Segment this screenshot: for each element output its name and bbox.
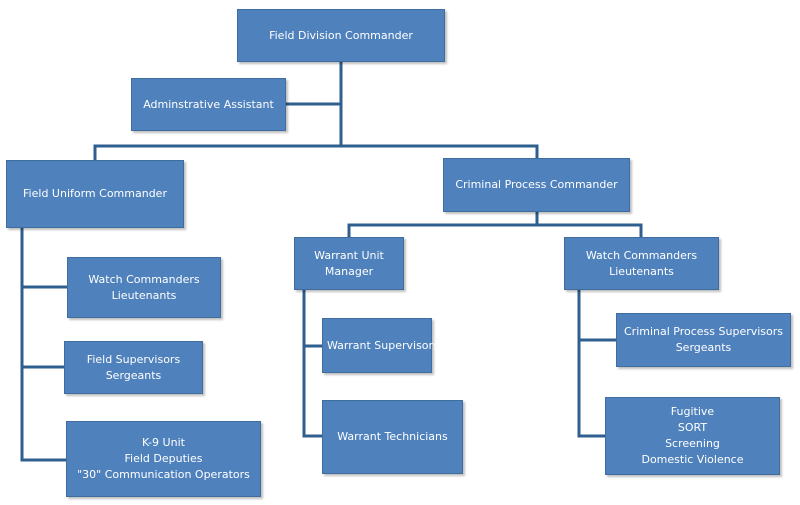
box-line: Field Supervisors bbox=[86, 352, 181, 366]
box-line: SORT bbox=[677, 421, 708, 435]
field-division-commander-box: Field Division Commander bbox=[237, 9, 445, 62]
box-line: Watch Commanders bbox=[585, 248, 698, 262]
box-line: Criminal Process Supervisors bbox=[623, 325, 784, 339]
box-line: Sergeants bbox=[105, 368, 162, 382]
administrative-assistant-box: Adminstrative Assistant bbox=[131, 78, 286, 131]
uniform-watch-commanders-box: Watch Commanders Lieutenants bbox=[67, 257, 221, 318]
box-label: Adminstrative Assistant bbox=[143, 97, 274, 111]
box-line: Sergeants bbox=[675, 341, 732, 354]
process-watch-commanders-box: Watch Commanders Lieutenants bbox=[564, 237, 719, 290]
box-label: Warrant Supervisors bbox=[327, 338, 439, 352]
warrant-supervisors-box: Warrant Supervisors bbox=[322, 318, 439, 373]
box-line: Warrant Unit bbox=[314, 248, 384, 262]
box-line: Watch Commanders bbox=[88, 272, 200, 286]
box-line: Manager bbox=[324, 264, 374, 278]
box-line: Fugitive bbox=[670, 405, 715, 419]
fugitive-group-box: Fugitive SORT Screening Domestic Violenc… bbox=[605, 397, 780, 475]
box-line: K-9 Unit bbox=[142, 436, 185, 450]
warrant-unit-manager-box: Warrant Unit Manager bbox=[294, 237, 404, 290]
box-label: Warrant Technicians bbox=[337, 430, 448, 444]
box-line: "30" Communication Operators bbox=[77, 467, 250, 481]
warrant-technicians-box: Warrant Technicians bbox=[322, 400, 463, 474]
field-supervisors-box: Field Supervisors Sergeants bbox=[64, 341, 203, 394]
criminal-process-supervisors-box: Criminal Process Supervisors Sergeants bbox=[616, 313, 791, 367]
k9-unit-box: K-9 Unit Field Deputies "30" Communicati… bbox=[66, 421, 261, 497]
box-line: Field Deputies bbox=[124, 452, 203, 466]
box-line: Lieutenants bbox=[609, 264, 674, 278]
box-label: Criminal Process Commander bbox=[455, 178, 618, 192]
box-line: Domestic Violence bbox=[641, 452, 744, 466]
box-label: Field Division Commander bbox=[269, 28, 413, 42]
box-label: Field Uniform Commander bbox=[23, 187, 167, 201]
box-line: Lieutenants bbox=[111, 288, 177, 302]
criminal-process-commander-box: Criminal Process Commander bbox=[443, 158, 630, 212]
field-uniform-commander-box: Field Uniform Commander bbox=[6, 160, 184, 228]
box-line: Screening bbox=[665, 437, 720, 450]
